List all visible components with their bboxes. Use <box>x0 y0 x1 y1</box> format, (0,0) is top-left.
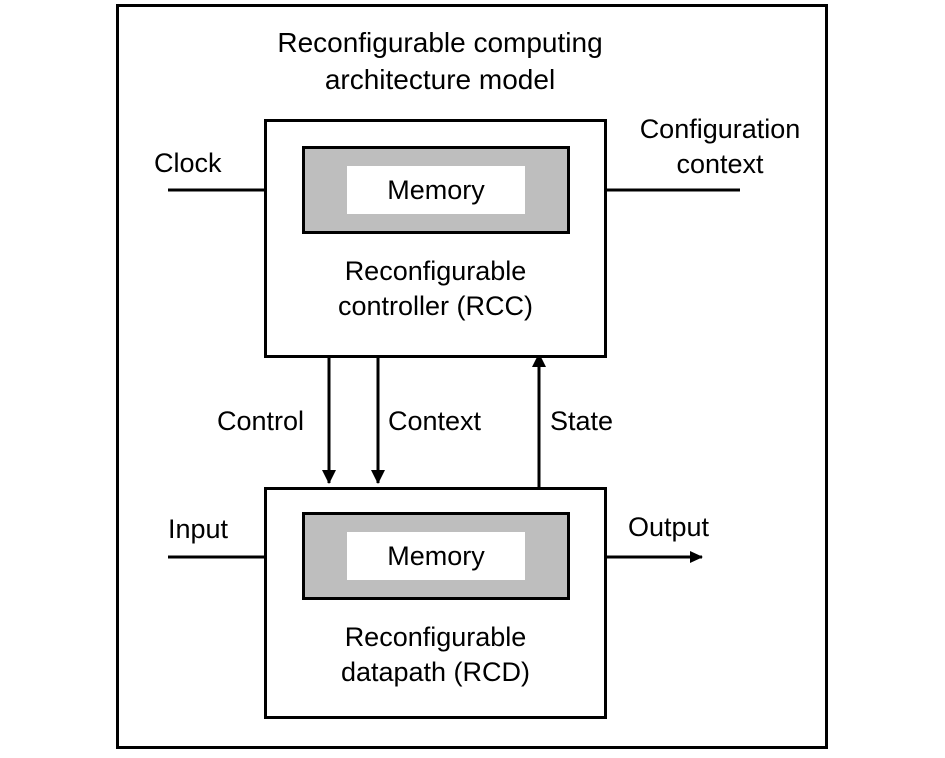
label-output: Output <box>628 512 710 542</box>
rcd-memory-label: Memory <box>387 540 485 571</box>
label-control: Control <box>217 406 305 436</box>
rcd-caption-line-1: Reconfigurable <box>344 622 527 652</box>
rcc-memory-label: Memory <box>387 174 485 205</box>
figure-title: Reconfigurable computing architecture mo… <box>190 25 690 99</box>
rcc-caption-line-2: controller (RCC) <box>337 291 534 322</box>
rcd-caption: Reconfigurable datapath (RCD) <box>264 620 607 690</box>
rcd-memory-block: Memory <box>302 512 570 600</box>
label-state: State <box>550 406 614 436</box>
rcd-caption-line-2: datapath (RCD) <box>340 657 531 688</box>
figure-title-line-1: Reconfigurable computing <box>277 27 603 58</box>
label-configuration-context: Configuration context <box>622 112 818 182</box>
rcc-memory-inner: Memory <box>347 166 525 214</box>
rcc-caption: Reconfigurable controller (RCC) <box>264 254 607 324</box>
label-configuration-context-line-2: context <box>676 149 764 180</box>
rcc-memory-block: Memory <box>302 146 570 234</box>
label-configuration-context-line-1: Configuration <box>639 114 801 144</box>
rcc-caption-line-1: Reconfigurable <box>344 256 527 286</box>
rcd-memory-inner: Memory <box>347 532 525 580</box>
figure-title-line-2: architecture model <box>324 63 556 95</box>
label-clock: Clock <box>154 148 222 178</box>
label-input: Input <box>168 514 229 544</box>
label-context: Context <box>388 406 482 436</box>
